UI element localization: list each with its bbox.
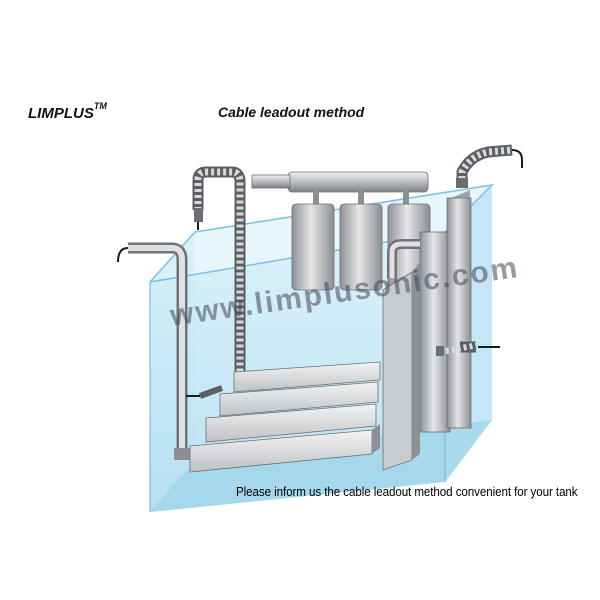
instruction-note: Please inform us the cable leadout metho… — [236, 485, 578, 499]
braided-cable-left — [192, 166, 246, 375]
bottom-plate — [205, 403, 377, 443]
brand-name: LIMPLUS — [28, 105, 94, 122]
brand-logo: LIMPLUSTM — [28, 101, 107, 122]
diagram-title: Cable leadout method — [218, 104, 365, 120]
side-plate — [446, 197, 472, 429]
trademark-mark: TM — [93, 101, 107, 111]
bottom-transducer-plates — [186, 361, 381, 473]
braided-cable-right — [456, 144, 523, 188]
left-pipe-leadout — [117, 242, 190, 460]
bottom-plate — [219, 381, 379, 417]
side-plate — [419, 231, 451, 433]
hanging-plate — [291, 203, 335, 291]
bottom-plate — [233, 361, 381, 393]
side-transducer-stack — [382, 190, 500, 471]
hanging-plate — [339, 203, 383, 291]
mounting-bar — [287, 171, 429, 193]
